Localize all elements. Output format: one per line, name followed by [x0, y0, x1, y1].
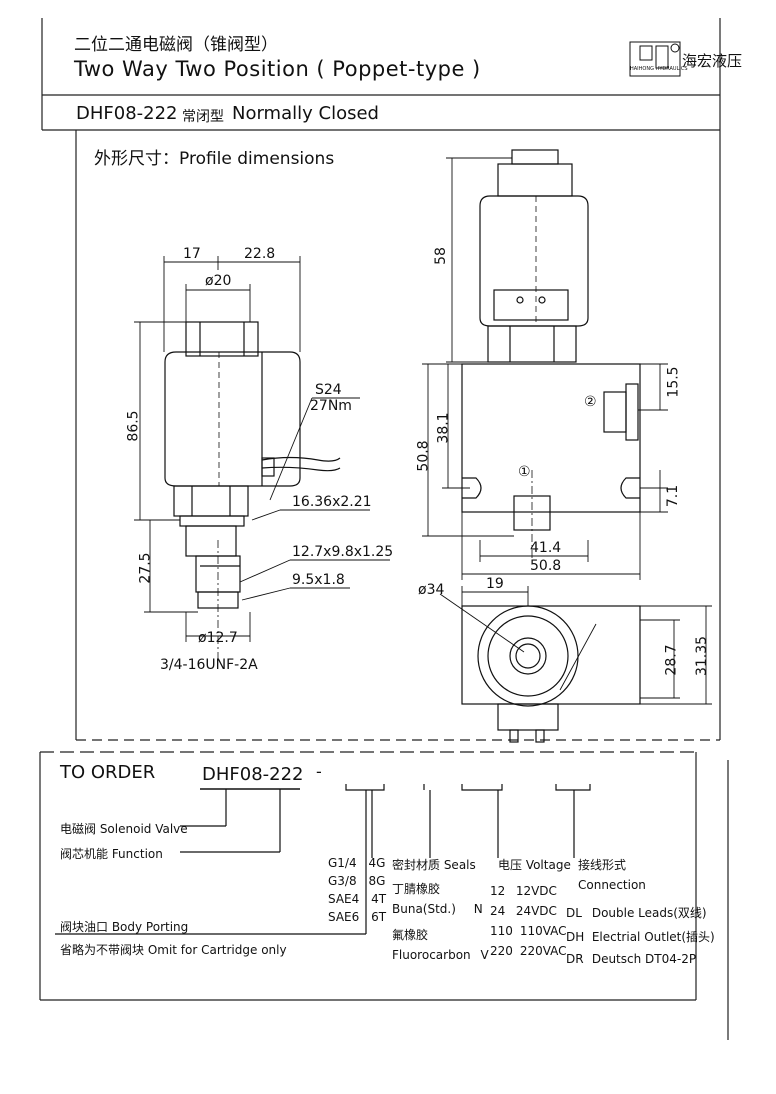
- port-value: 4G: [368, 856, 386, 870]
- dim-58: 58: [432, 247, 449, 265]
- voltage-code: 110: [490, 924, 513, 938]
- port-code: SAE6: [328, 910, 360, 924]
- dim-50-8-vertical: 50.8: [415, 440, 432, 472]
- voltage-heading: 电压 Voltage: [498, 858, 571, 872]
- port-option: G1/4 4G: [328, 856, 385, 870]
- dim-50-8-horizontal: 50.8: [530, 558, 562, 574]
- top-view-drawing: [461, 605, 641, 743]
- order-body-porting: 阀块油口 Body Porting: [60, 920, 189, 934]
- dim-86-5: 86.5: [125, 410, 142, 442]
- seal-name: Buna(Std.): [392, 902, 456, 916]
- port-code: SAE4: [328, 892, 360, 906]
- model-type-en: Normally Closed: [232, 103, 379, 124]
- connection-code: DL: [566, 906, 582, 920]
- dim-31-35: 31.35: [694, 635, 711, 677]
- profile-heading: 外形尺寸：Profile dimensions: [94, 149, 335, 169]
- model-type-cn: 常闭型: [182, 109, 224, 125]
- model-code: DHF08-222: [76, 103, 178, 124]
- dim-16-36x2-21: 16.36x2.21: [292, 494, 372, 510]
- connection-option: DH Electrial Outlet(插头): [566, 928, 715, 945]
- port-value: 8G: [368, 874, 386, 888]
- port-option: SAE4 4T: [328, 892, 386, 906]
- side-view-drawing: [164, 321, 341, 660]
- port-option: SAE6 6T: [328, 910, 386, 924]
- title-chinese: 二位二通电磁阀（锥阀型）: [74, 35, 278, 55]
- connection-heading-en: Connection: [578, 878, 646, 892]
- dim-19: 19: [486, 576, 504, 592]
- seal-option: Fluorocarbon V: [392, 948, 489, 962]
- voltage-option: 110 110VAC: [490, 924, 567, 938]
- port-code: G1/4: [328, 856, 357, 870]
- dim-22-8: 22.8: [244, 246, 276, 262]
- port-code: G3/8: [328, 874, 357, 888]
- dim-phi20: ø20: [205, 273, 232, 289]
- connection-value: Deutsch DT04-2P: [591, 952, 697, 966]
- order-separator: -: [316, 762, 322, 781]
- port-1-label: ①: [518, 464, 531, 480]
- connection-value: Double Leads(双线): [591, 906, 707, 920]
- port-value: 6T: [371, 910, 387, 924]
- thread-spec: 3/4-16UNF-2A: [160, 657, 258, 673]
- voltage-value: 24VDC: [515, 904, 557, 918]
- port-2-label: ②: [584, 394, 597, 410]
- dim-28-7: 28.7: [663, 644, 680, 676]
- logo-brand-text: HAIHONG HYDRAULICS: [630, 66, 688, 72]
- seal-option-cn: 氟橡胶: [392, 928, 429, 942]
- dim-38-1: 38.1: [435, 412, 452, 444]
- seal-code: V: [480, 948, 489, 962]
- seal-option: Buna(Std.) N: [392, 902, 483, 916]
- voltage-option: 24 24VDC: [490, 904, 557, 918]
- voltage-option: 12 12VDC: [490, 884, 557, 898]
- dim-41-4: 41.4: [530, 540, 562, 556]
- order-solenoid-valve: 电磁阀 Solenoid Valve: [60, 822, 188, 836]
- order-omit-note: 省略为不带阀块 Omit for Cartridge only: [60, 943, 287, 957]
- connection-value: Electrial Outlet(插头): [591, 930, 715, 944]
- front-view-drawing: [461, 149, 641, 560]
- connection-heading-cn: 接线形式: [578, 858, 627, 872]
- dim-phi34: ø34: [418, 582, 445, 598]
- order-function: 阀芯机能 Function: [60, 847, 163, 861]
- order-model-code: DHF08-222: [202, 764, 304, 785]
- dim-15-5: 15.5: [665, 366, 682, 398]
- dim-17: 17: [183, 246, 201, 262]
- voltage-code: 24: [490, 904, 506, 918]
- seal-code: N: [473, 902, 483, 916]
- dim-phi12-7: ø12.7: [198, 630, 238, 646]
- port-value: 4T: [371, 892, 387, 906]
- voltage-option: 220 220VAC: [490, 944, 567, 958]
- dim-9-5x1-8: 9.5x1.8: [292, 572, 345, 588]
- connection-option: DL Double Leads(双线): [566, 904, 707, 921]
- voltage-value: 110VAC: [519, 924, 567, 938]
- port-option: G3/8 8G: [328, 874, 385, 888]
- connection-code: DR: [566, 952, 584, 966]
- voltage-code: 12: [490, 884, 506, 898]
- voltage-value: 220VAC: [519, 944, 567, 958]
- dim-s24: S24: [315, 382, 342, 398]
- dim-27nm: 27Nm: [310, 398, 352, 414]
- order-heading: TO ORDER: [60, 762, 156, 783]
- dim-7-1: 7.1: [665, 484, 682, 508]
- company-name: 海宏液压: [682, 52, 743, 70]
- dim-27-5: 27.5: [137, 552, 154, 584]
- seals-heading: 密封材质 Seals: [392, 858, 476, 872]
- seal-option-cn: 丁腈橡胶: [392, 882, 441, 896]
- voltage-code: 220: [490, 944, 513, 958]
- connection-code: DH: [566, 930, 585, 944]
- connection-option: DR Deutsch DT04-2P: [566, 952, 696, 966]
- seal-name: Fluorocarbon: [392, 948, 471, 962]
- voltage-value: 12VDC: [515, 884, 557, 898]
- title-english: Two Way Two Position ( Poppet-type ): [74, 57, 481, 81]
- dim-12-7x9-8x1-25: 12.7x9.8x1.25: [292, 544, 394, 560]
